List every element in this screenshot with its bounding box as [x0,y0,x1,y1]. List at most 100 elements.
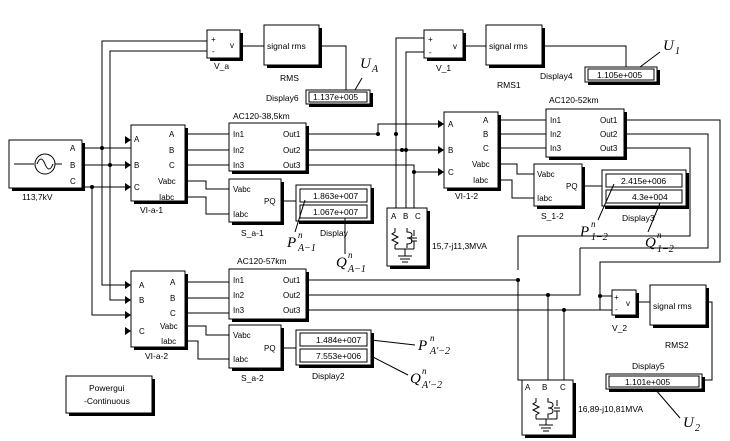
svg-text:C: C [415,212,421,221]
svg-text:Out3: Out3 [283,161,301,170]
svg-text:Iabc: Iabc [233,355,248,364]
power-s-1-2[interactable]: Vabc Iabc PQ S_1-2 [533,163,585,221]
power-s-a-1[interactable]: Vabc Iabc PQ S_a-1 [228,178,284,238]
svg-text:Iabc: Iabc [159,193,174,202]
power-s-a-2[interactable]: Vabc Iabc PQ S_a-2 [228,324,284,383]
svg-text:C: C [170,309,176,318]
rms1-label: RMS1 [497,80,521,90]
svg-text:Vabc: Vabc [472,160,490,169]
svg-text:n: n [348,250,353,260]
svg-text:n: n [591,219,596,229]
vi12-label: VI-1-2 [455,191,478,201]
svg-text:Vabc: Vabc [233,185,251,194]
s12-label: S_1-2 [541,211,564,221]
display-label: Display [320,228,349,238]
source-label: 113,7kV [22,192,53,202]
display5-value: 1.101e+005 [625,377,670,387]
display6[interactable]: 1.137e+005 Display6 [266,89,373,107]
svg-text:B: B [134,161,139,170]
load-16-89[interactable]: A B C 16,89-j10,81MVA [521,379,643,438]
svg-text:A−1: A−1 [347,264,366,275]
svg-text:A: A [448,120,454,129]
svg-text:Iabc: Iabc [473,176,488,185]
svg-text:Out1: Out1 [283,276,301,285]
svg-text:In1: In1 [233,276,245,285]
vi-a-1[interactable]: A B C A B C Vabc Iabc VI-a-1 [125,124,188,215]
svg-text:In3: In3 [550,144,562,153]
v2-label: V_2 [612,323,627,333]
line-ac120-52km[interactable]: In1 In2 In3 Out1 Out2 Out3 AC120-52km [545,95,627,160]
svg-text:B: B [169,146,174,155]
wiring [85,37,721,381]
svg-text:PQ: PQ [264,344,276,353]
sa2-label: S_a-2 [241,373,264,383]
powergui-line2: -Continuous [84,396,130,406]
svg-text:+: + [211,35,216,44]
rms1-block[interactable]: signal rms RMS1 [485,24,545,90]
svg-text:Vabc: Vabc [160,322,178,331]
display[interactable]: 1.863e+007 1.067e+007 Display [295,184,374,238]
svg-text:C: C [448,168,454,177]
display3-value-q: 4.3e+004 [632,192,668,202]
svg-text:PQ: PQ [264,197,276,206]
vi-1-2[interactable]: A B C A B C Vabc Iabc VI-1-2 [438,111,501,201]
svg-text:Out3: Out3 [283,306,301,315]
v1-label: V_1 [436,63,451,73]
annotation-pa2: P [417,338,427,354]
source-port-b: B [70,161,75,170]
annotation-qa2: Q [410,371,421,387]
svg-text:signal rms: signal rms [489,41,528,51]
vi-a-2[interactable]: A B C A B C Vabc Iabc VI-a-2 [125,270,188,361]
powergui-line1: Powergui [89,383,125,393]
via1-label: VI-a-1 [140,205,163,215]
svg-text:In2: In2 [233,291,245,300]
svg-text:Out2: Out2 [600,130,618,139]
svg-text:In2: In2 [550,130,562,139]
rms2-block[interactable]: signal rms RMS2 [649,284,709,350]
load-15-7[interactable]: A B C 15,7-j11,3MVA [386,207,487,269]
voltmeter-v2[interactable]: + - v V_2 [611,289,639,333]
svg-text:A′−2: A′−2 [429,346,450,357]
rms-block[interactable]: signal rms RMS [263,24,322,83]
svg-text:signal rms: signal rms [267,41,306,51]
svg-text:A: A [170,278,176,287]
three-phase-source[interactable]: A B C 113,7kV [8,139,85,202]
source-port-c: C [70,177,76,186]
svg-text:A−1: A−1 [297,243,316,254]
voltmeter-v1[interactable]: + - v V_1 [423,29,466,73]
svg-text:Vabc: Vabc [233,331,251,340]
powergui-block[interactable]: Powergui -Continuous [65,375,155,416]
line-ac120-57km[interactable]: In1 In2 In3 Out1 Out2 Out3 AC120-57km [228,256,309,322]
svg-text:-: - [615,305,618,314]
rms2-label: RMS2 [665,340,689,350]
display4[interactable]: 1.105e+005 Display4 [540,66,660,85]
display3[interactable]: 2.415e+006 4.3e+004 Display3 [601,169,689,223]
display5[interactable]: 1.101e+005 Display5 [605,361,705,392]
display6-value: 1.137e+005 [313,92,358,102]
annotation-ua: U [360,56,372,72]
load1-label: 15,7-j11,3MVA [432,241,487,251]
svg-text:C: C [169,161,175,170]
svg-text:A: A [391,212,397,221]
svg-text:1−2: 1−2 [591,232,608,243]
svg-text:n: n [657,230,662,240]
display-value-p: 1.863e+007 [313,191,358,201]
display4-label: Display4 [540,71,573,81]
svg-text:n: n [430,333,435,343]
voltmeter-va[interactable]: + - v V_a [206,29,243,71]
svg-text:signal rms: signal rms [653,301,692,311]
display2[interactable]: 1.484e+007 7.553e+006 Display2 [295,329,374,381]
line-ac120-38km[interactable]: In1 In2 In3 Out1 Out2 Out3 AC120-38,5km [228,111,309,174]
load2-label: 16,89-j10,81MVA [578,404,643,414]
svg-text:1−2: 1−2 [657,244,674,255]
svg-text:B: B [170,294,175,303]
svg-text:Iabc: Iabc [537,194,552,203]
display3-value-p: 2.415e+006 [621,176,666,186]
display3-label: Display3 [622,213,655,223]
va-label: V_a [214,61,229,71]
svg-text:A: A [371,64,379,75]
svg-text:C: C [483,144,489,153]
svg-text:B: B [139,296,144,305]
svg-text:A: A [139,281,145,290]
svg-text:Iabc: Iabc [233,210,248,219]
